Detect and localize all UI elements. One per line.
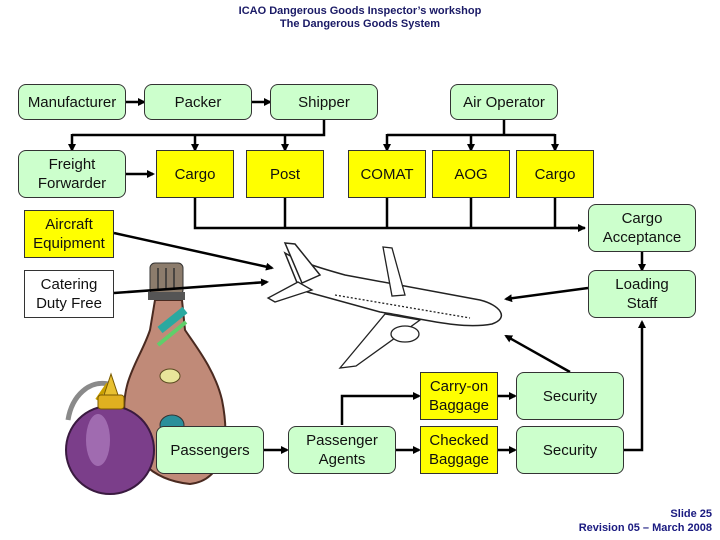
line-goods-bus [193, 198, 585, 230]
node-cargo-operator[interactable]: Cargo [516, 150, 594, 198]
header-subtitle: The Dangerous Goods System [279, 18, 441, 30]
node-cargo-acceptance[interactable]: Cargo Acceptance [588, 204, 696, 252]
airplane-icon [266, 242, 503, 369]
arrow-agents-carryon [340, 392, 421, 425]
node-packer[interactable]: Packer [144, 84, 252, 120]
line-security2-loading [624, 320, 646, 452]
slide-number: Slide 25 [670, 508, 712, 520]
node-freight-forwarder[interactable]: Freight Forwarder [18, 150, 126, 198]
node-security-checked[interactable]: Security [516, 426, 624, 474]
line-shipper-bus [72, 120, 326, 137]
node-aog[interactable]: AOG [432, 150, 510, 198]
header-title: ICAO Dangerous Goods Inspector’s worksho… [238, 5, 482, 17]
node-cargo[interactable]: Cargo [156, 150, 234, 198]
node-loading-staff[interactable]: Loading Staff [588, 270, 696, 318]
node-passengers[interactable]: Passengers [156, 426, 264, 474]
node-carry-on-baggage[interactable]: Carry-on Baggage [420, 372, 498, 420]
node-checked-baggage[interactable]: Checked Baggage [420, 426, 498, 474]
node-post[interactable]: Post [246, 150, 324, 198]
node-air-operator[interactable]: Air Operator [450, 84, 558, 120]
node-aircraft-equipment[interactable]: Aircraft Equipment [24, 210, 114, 258]
node-passenger-agents[interactable]: Passenger Agents [288, 426, 396, 474]
slide-header: ICAO Dangerous Goods Inspector’s worksho… [0, 5, 720, 31]
node-security-carry-on[interactable]: Security [516, 372, 624, 420]
perfume-atomizer-icon [65, 372, 155, 495]
revision-label: Revision 05 – March 2008 [578, 522, 712, 534]
arrow-equipment-airplane [113, 231, 274, 271]
arrow-catering-airplane [113, 278, 269, 295]
line-air-operator-bus [387, 120, 555, 137]
arrow-loading-airplane [504, 286, 589, 303]
arrow-security-airplane [504, 334, 571, 374]
node-shipper[interactable]: Shipper [270, 84, 378, 120]
slide-footer: Slide 25 Revision 05 – March 2008 [579, 507, 712, 535]
node-manufacturer[interactable]: Manufacturer [18, 84, 126, 120]
node-catering-duty-free[interactable]: Catering Duty Free [24, 270, 114, 318]
node-comat[interactable]: COMAT [348, 150, 426, 198]
